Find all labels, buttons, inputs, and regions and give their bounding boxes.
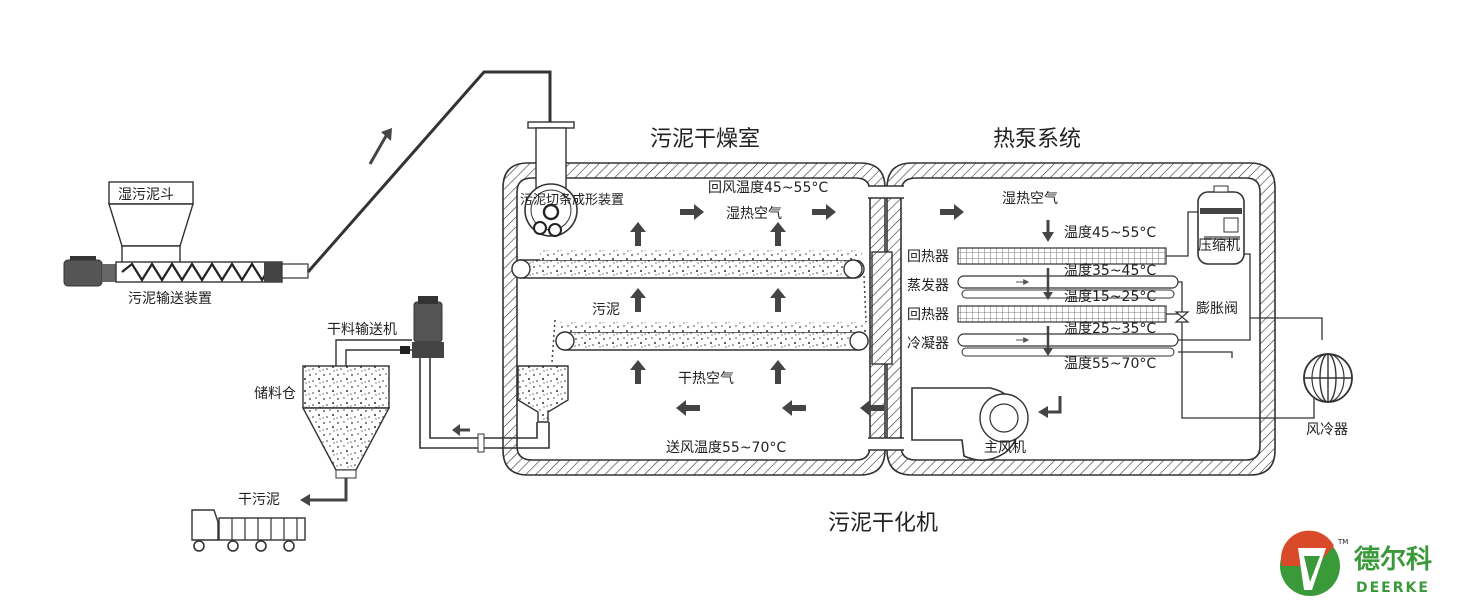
label-temp-5: 温度55~70°C — [1064, 356, 1156, 372]
partition-wall — [871, 251, 893, 365]
labels: 污泥干燥室 热泵系统 污泥干化机 湿污泥斗 污泥输送装置 污泥切条成形装置 干料… — [118, 127, 1432, 596]
arrow-up-icon — [770, 222, 786, 246]
drying-room-chamber — [502, 162, 886, 476]
label-temp-4: 温度25~35°C — [1064, 321, 1156, 337]
logo-name-en: DEERKE — [1356, 580, 1430, 596]
arrow-left-icon — [676, 400, 700, 416]
feed-pipe — [306, 70, 552, 273]
logo-trademark: TM — [1337, 538, 1348, 546]
lower-belt — [551, 275, 869, 363]
label-temp-3: 温度15~25°C — [1064, 289, 1156, 305]
label-sludge: 污泥 — [592, 302, 620, 318]
label-return-air-temp: 回风温度45~55°C — [708, 180, 828, 196]
refrigerant-piping — [1166, 211, 1323, 419]
title-heat-pump: 热泵系统 — [993, 127, 1081, 152]
label-reheater-2: 回热器 — [907, 307, 949, 323]
label-evaporator: 蒸发器 — [907, 278, 949, 294]
discharge-hopper — [517, 365, 569, 423]
heat-pump-chamber — [868, 162, 1276, 476]
arrow-left-icon — [860, 400, 884, 416]
arrow-right-icon — [812, 204, 836, 220]
logo-name-cn: 德尔科 — [1354, 544, 1432, 575]
label-condenser: 冷凝器 — [907, 336, 949, 352]
label-dry-hot-air: 干热空气 — [678, 371, 734, 387]
dry-conveyor-motor — [335, 296, 444, 366]
compressor — [1197, 185, 1245, 265]
label-expansion-valve: 膨胀阀 — [1196, 300, 1238, 317]
arrow-up-icon — [770, 288, 786, 312]
dry-return-pipe — [419, 358, 550, 453]
upper-belt — [511, 250, 865, 279]
arrow-up-icon — [630, 222, 646, 246]
title-machine: 污泥干化机 — [828, 511, 938, 536]
label-humid-air-dryer: 湿热空气 — [726, 206, 782, 222]
arrow-up-icon — [630, 288, 646, 312]
air-cooler — [1303, 353, 1353, 403]
label-cutter: 污泥切条成形装置 — [520, 192, 624, 208]
deerke-logo — [1280, 530, 1340, 596]
label-humid-air-pump: 湿热空气 — [1002, 191, 1058, 207]
label-sludge-conveyor: 污泥输送装置 — [128, 291, 212, 307]
sludge-conveyor — [63, 256, 309, 287]
sludge-cutter — [524, 121, 578, 237]
label-compressor: 压缩机 — [1198, 238, 1240, 254]
main-fan — [911, 387, 1029, 461]
title-drying-room: 污泥干燥室 — [650, 127, 760, 152]
label-temp-2: 温度35~45°C — [1064, 263, 1156, 279]
arrow-right-icon — [940, 204, 964, 220]
airflow-arrows-pump — [1038, 220, 1062, 418]
truck — [191, 509, 306, 552]
arrow-up-icon — [770, 360, 786, 384]
arrow-left-icon — [782, 400, 806, 416]
label-dry-conveyor: 干料输送机 — [327, 322, 397, 338]
label-temp-1: 温度45~55°C — [1064, 225, 1156, 241]
label-main-fan: 主风机 — [984, 440, 1026, 456]
expansion-valve-icon — [1174, 311, 1190, 323]
label-supply-air-temp: 送风温度55~70°C — [666, 440, 786, 456]
arrow-up-icon — [630, 360, 646, 384]
heat-exchangers — [957, 247, 1179, 357]
arrow-right-icon — [680, 204, 704, 220]
label-air-cooler: 风冷器 — [1306, 422, 1348, 438]
label-storage-bin: 储料仓 — [254, 386, 296, 402]
storage-bin — [300, 365, 391, 506]
label-dry-sludge: 干污泥 — [238, 492, 280, 508]
label-wet-hopper: 湿污泥斗 — [118, 187, 174, 203]
label-reheater-1: 回热器 — [907, 249, 949, 265]
